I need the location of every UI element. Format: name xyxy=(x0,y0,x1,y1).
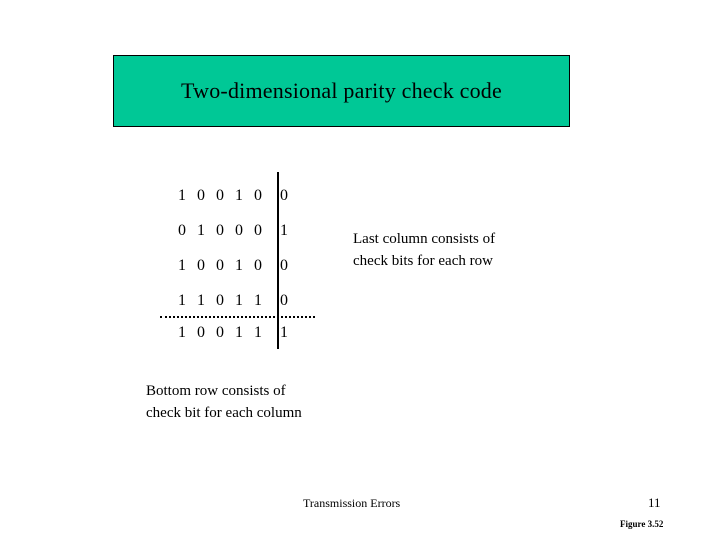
matrix-bit: 1 xyxy=(178,257,186,274)
matrix-row-check-bit: 0 xyxy=(280,257,288,274)
matrix-bit: 1 xyxy=(235,292,243,309)
matrix-bit: 0 xyxy=(178,222,186,239)
annotation-line: Last column consists of xyxy=(353,231,496,247)
annotation-line: check bit for each column xyxy=(146,405,302,421)
matrix-bit: 0 xyxy=(216,257,224,274)
annotation-line: check bits for each row xyxy=(353,253,493,269)
matrix-bit: 1 xyxy=(197,292,205,309)
matrix-row-check-bit: 0 xyxy=(280,187,288,204)
matrix-corner-check-bit: 1 xyxy=(280,324,288,341)
matrix-bit: 0 xyxy=(216,292,224,309)
matrix-row-check-bit: 1 xyxy=(280,222,288,239)
annotation-bottom-row: Bottom row consists of check bit for eac… xyxy=(146,380,302,424)
matrix-bit: 1 xyxy=(197,222,205,239)
matrix-bit: 0 xyxy=(254,187,262,204)
matrix-bit: 0 xyxy=(235,222,243,239)
matrix-column-check-bit: 0 xyxy=(197,324,205,341)
matrix-column-check-bit: 1 xyxy=(178,324,186,341)
matrix-bit: 0 xyxy=(197,257,205,274)
matrix-column-check-bit: 1 xyxy=(254,324,262,341)
matrix-bit: 0 xyxy=(197,187,205,204)
matrix-bit: 0 xyxy=(254,257,262,274)
matrix-column-check-bit: 0 xyxy=(216,324,224,341)
column-separator-line xyxy=(277,172,279,349)
title-banner: Two-dimensional parity check code xyxy=(113,55,570,127)
matrix-bit: 1 xyxy=(178,292,186,309)
row-separator-dotted-line xyxy=(160,316,315,318)
footer-figure-label: Figure 3.52 xyxy=(620,519,664,529)
footer-title: Transmission Errors xyxy=(303,496,401,510)
matrix-bit: 1 xyxy=(254,292,262,309)
matrix-bit: 0 xyxy=(216,187,224,204)
matrix-column-check-bit: 1 xyxy=(235,324,243,341)
matrix-bit: 0 xyxy=(216,222,224,239)
matrix-bit: 1 xyxy=(178,187,186,204)
matrix-bit: 1 xyxy=(235,257,243,274)
matrix-bit: 1 xyxy=(235,187,243,204)
page-title: Two-dimensional parity check code xyxy=(181,78,502,103)
annotation-last-column: Last column consists of check bits for e… xyxy=(353,228,495,272)
matrix-row-check-bit: 0 xyxy=(280,292,288,309)
annotation-line: Bottom row consists of xyxy=(146,383,286,399)
footer-page-number: 11 xyxy=(648,495,661,510)
matrix-bit: 0 xyxy=(254,222,262,239)
